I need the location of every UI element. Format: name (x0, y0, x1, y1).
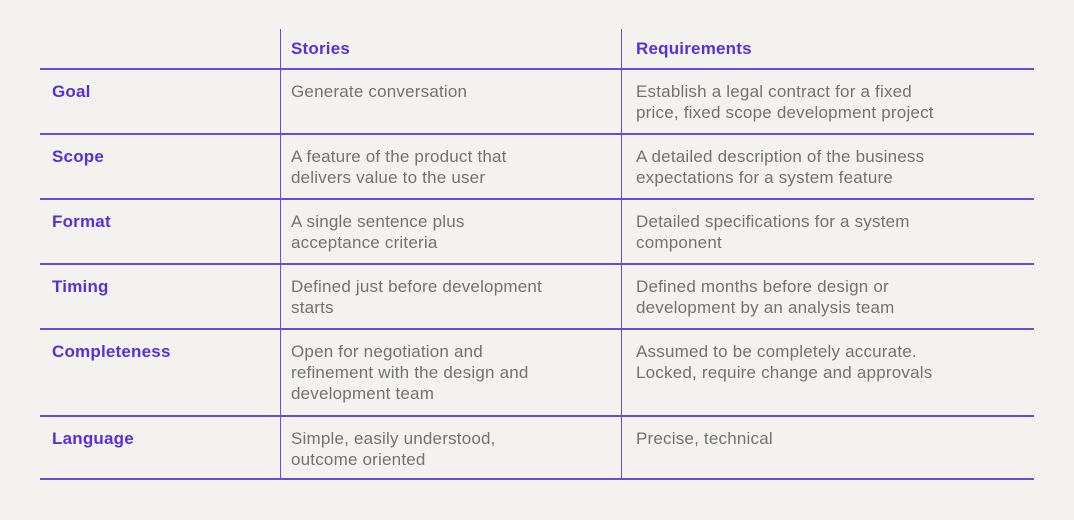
cell-language-stories: Simple, easily understood, outcome orien… (280, 415, 621, 480)
cell-goal-stories: Generate conversation (280, 68, 621, 133)
column-header-stories: Stories (280, 29, 621, 68)
cell-timing-stories: Defined just before development starts (280, 263, 621, 328)
cell-goal-requirements: Establish a legal contract for a fixed p… (621, 68, 1034, 133)
cell-format-stories: A single sentence plus acceptance criter… (280, 198, 621, 263)
row-label-language: Language (40, 415, 280, 480)
cell-timing-requirements: Defined months before design or developm… (621, 263, 1034, 328)
stories-vs-requirements-table: Stories Requirements Goal Generate conve… (40, 29, 1034, 480)
cell-scope-stories: A feature of the product that delivers v… (280, 133, 621, 198)
cell-language-requirements: Precise, technical (621, 415, 1034, 480)
corner-cell (40, 29, 280, 68)
row-label-scope: Scope (40, 133, 280, 198)
row-label-goal: Goal (40, 68, 280, 133)
column-header-requirements: Requirements (621, 29, 1034, 68)
cell-scope-requirements: A detailed description of the business e… (621, 133, 1034, 198)
cell-completeness-requirements: Assumed to be completely accurate. Locke… (621, 328, 1034, 415)
cell-format-requirements: Detailed specifications for a system com… (621, 198, 1034, 263)
cell-completeness-stories: Open for negotiation and refinement with… (280, 328, 621, 415)
row-label-completeness: Completeness (40, 328, 280, 415)
row-label-format: Format (40, 198, 280, 263)
row-label-timing: Timing (40, 263, 280, 328)
